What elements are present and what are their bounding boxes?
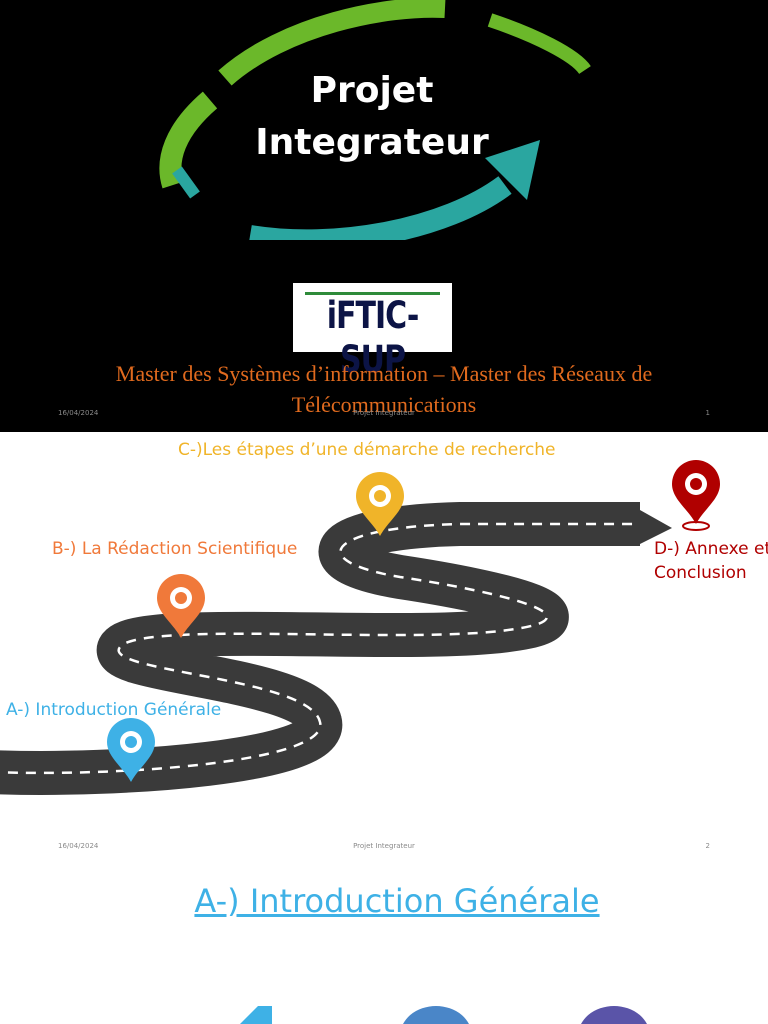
slide-1-title: Projet Integrateur iFTIC-SUP Master des … <box>0 0 768 432</box>
footer-title: Projet Integrateur <box>353 842 415 850</box>
program-subtitle: Master des Systèmes d’information – Mast… <box>115 361 653 417</box>
logo-text: iFTIC-SUP <box>326 294 420 382</box>
milestone-b-label: B-) La Rédaction Scientifique <box>52 539 298 559</box>
section-shapes <box>240 1006 647 1024</box>
logo-green-bar <box>305 292 440 295</box>
title-line-2: Integrateur <box>255 122 489 163</box>
map-pin-icon <box>157 574 205 638</box>
teal-arc-bottom <box>249 176 512 240</box>
slide-3-introduction: A-) Introduction Générale <box>0 864 768 1024</box>
milestone-a-label: A-) Introduction Générale <box>6 700 222 720</box>
section-heading: A-) Introduction Générale <box>194 882 600 920</box>
milestone-d-label-line2: Conclusion <box>654 563 747 583</box>
map-pin-icon <box>356 472 404 536</box>
milestone-c-label: C-)Les étapes d’une démarche de recherch… <box>178 440 556 460</box>
title-line-1: Projet <box>310 70 434 111</box>
map-pin-icon <box>107 718 155 782</box>
map-pin-icon <box>672 460 720 531</box>
road-arrow-head <box>640 510 672 544</box>
green-arc-top <box>218 0 446 86</box>
footer-page-number: 1 <box>705 409 710 417</box>
footer-date: 16/04/2024 <box>58 409 99 417</box>
green-arc-right <box>487 13 591 75</box>
green-arc-left <box>159 91 218 189</box>
footer-date: 16/04/2024 <box>58 842 99 850</box>
purple-circle-shape <box>581 1006 647 1024</box>
number-one-shape <box>240 1006 272 1024</box>
winding-road <box>0 502 640 795</box>
iftic-sup-logo: iFTIC-SUP <box>293 283 452 382</box>
roadmap-graphic <box>0 460 720 795</box>
circular-arrow-graphic <box>159 0 591 240</box>
teal-arc-left <box>172 166 200 199</box>
road-dashed-centerline <box>0 522 640 775</box>
teal-arrow-head <box>485 140 540 200</box>
footer-page-number: 2 <box>705 842 710 850</box>
slide-2-roadmap: C-)Les étapes d’une démarche de recherch… <box>0 432 768 864</box>
milestone-d-label-line1: D-) Annexe et <box>654 539 768 559</box>
blue-circle-shape <box>403 1006 469 1024</box>
footer-title: Projet Integrateur <box>353 409 415 417</box>
